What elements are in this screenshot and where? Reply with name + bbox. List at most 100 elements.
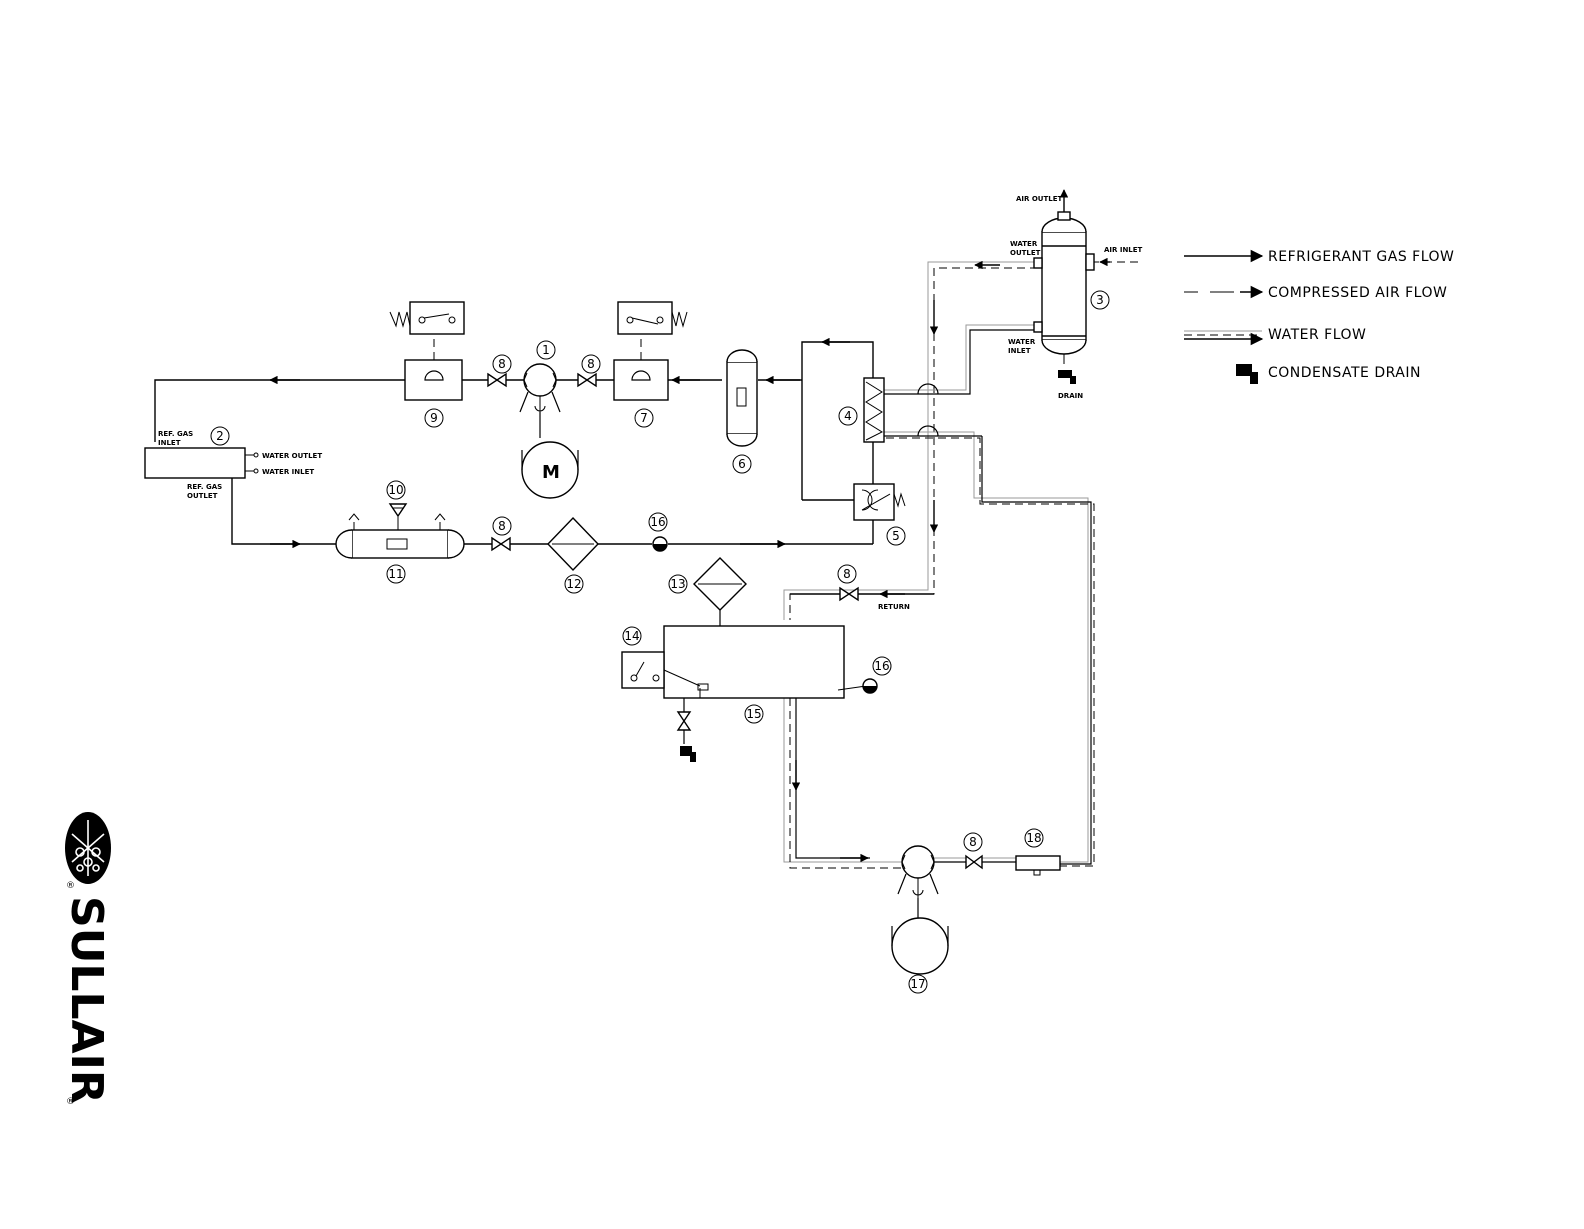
ref-gas-outlet-label-1: REF. GAS (187, 483, 222, 491)
callout-16-a: 16 (649, 513, 667, 531)
valve-8-left (488, 374, 506, 386)
callout-17: 17 (909, 975, 927, 993)
callout-8-e: 8 (964, 833, 982, 851)
motor-label: M (542, 462, 560, 483)
svg-text:15: 15 (746, 707, 761, 721)
legend-compressed-air: COMPRESSED AIR FLOW (1184, 285, 1447, 301)
condenser-2 (145, 448, 258, 478)
svg-text:8: 8 (498, 357, 506, 371)
callout-8-b: 8 (582, 355, 600, 373)
svg-text:COMPRESSED AIR FLOW: COMPRESSED AIR FLOW (1268, 285, 1447, 301)
svg-text:9: 9 (430, 411, 438, 425)
svg-text:13: 13 (670, 577, 685, 591)
compressor-1: M (520, 364, 578, 498)
svg-text:2: 2 (216, 429, 224, 443)
level-switch-14 (622, 652, 664, 688)
svg-text:16: 16 (650, 515, 665, 529)
valve-8-lower (492, 538, 510, 550)
filter-drier-12 (548, 518, 598, 570)
ref-gas-outlet-label-2: OUTLET (187, 492, 218, 500)
callout-10: 10 (387, 481, 405, 499)
condenser-water-outlet-label: WATER OUTLET (262, 452, 322, 460)
callout-18: 18 (1025, 829, 1043, 847)
pressure-switch-7 (614, 302, 687, 400)
svg-text:REFRIGERANT GAS FLOW: REFRIGERANT GAS FLOW (1268, 249, 1454, 265)
callout-8-d: 8 (838, 565, 856, 583)
svg-text:18: 18 (1026, 831, 1041, 845)
return-label: RETURN (878, 603, 910, 611)
callout-5: 5 (887, 527, 905, 545)
svg-text:4: 4 (844, 409, 852, 423)
callout-15: 15 (745, 705, 763, 723)
callout-8-c: 8 (493, 517, 511, 535)
callout-8-a: 8 (493, 355, 511, 373)
sight-glass-16-upper (653, 537, 667, 551)
water-pump-17 (892, 846, 948, 974)
evaporator-4 (864, 378, 884, 442)
svg-text:6: 6 (738, 457, 746, 471)
component-labels: AIR OUTLET AIR INLET WATER OUTLET WATER … (158, 195, 1143, 611)
svg-text:1: 1 (542, 343, 550, 357)
condenser-water-inlet-label: WATER INLET (262, 468, 314, 476)
svg-text:5: 5 (892, 529, 900, 543)
condensate-drain-icon (1236, 364, 1258, 384)
separator-3 (1034, 212, 1094, 384)
flow-switch-18 (1016, 856, 1060, 875)
legend: REFRIGERANT GAS FLOW COMPRESSED AIR FLOW… (1184, 249, 1454, 384)
drain-label: DRAIN (1058, 392, 1083, 400)
callout-11: 11 (387, 565, 405, 583)
callout-9: 9 (425, 409, 443, 427)
accumulator-6 (727, 350, 757, 446)
air-inlet-label: AIR INLET (1104, 246, 1143, 254)
svg-text:7: 7 (640, 411, 648, 425)
svg-text:8: 8 (587, 357, 595, 371)
receiver-11 (336, 504, 464, 558)
svg-text:11: 11 (388, 567, 403, 581)
tank-15 (664, 626, 866, 744)
svg-text:CONDENSATE DRAIN: CONDENSATE DRAIN (1268, 365, 1421, 381)
pressure-switch-9 (390, 302, 464, 400)
svg-text:8: 8 (498, 519, 506, 533)
condensate-drain-icon (680, 746, 696, 762)
callout-2: 2 (211, 427, 229, 445)
svg-text:10: 10 (388, 483, 403, 497)
logo-registered-mark-bottom: ® (66, 1097, 75, 1107)
ref-gas-inlet-label-1: REF. GAS (158, 430, 193, 438)
filter-13 (694, 558, 746, 626)
callout-14: 14 (623, 627, 641, 645)
water-outlet-label-1: WATER (1010, 240, 1038, 248)
callout-6: 6 (733, 455, 751, 473)
svg-text:8: 8 (969, 835, 977, 849)
sullair-logo: ® SULLAIR ® (61, 812, 112, 1107)
legend-refrigerant: REFRIGERANT GAS FLOW (1184, 249, 1454, 265)
callout-4: 4 (839, 407, 857, 425)
callout-12: 12 (565, 575, 583, 593)
water-inlet-label-2: INLET (1008, 347, 1031, 355)
legend-water: WATER FLOW (1184, 327, 1366, 343)
water-outlet-label-2: OUTLET (1010, 249, 1041, 257)
valve-8-right (578, 374, 596, 386)
ref-gas-inlet-label-2: INLET (158, 439, 181, 447)
valve-8-pump (966, 856, 982, 868)
callout-16-b: 16 (873, 657, 891, 675)
callout-13: 13 (669, 575, 687, 593)
legend-condensate: CONDENSATE DRAIN (1236, 364, 1421, 384)
logo-brand-text: SULLAIR (61, 896, 112, 1104)
svg-text:3: 3 (1096, 293, 1104, 307)
svg-text:17: 17 (910, 977, 925, 991)
expansion-valve-5 (854, 484, 905, 520)
refrigerant-lines (155, 342, 873, 544)
air-outlet-label: AIR OUTLET (1016, 195, 1063, 203)
water-inlet-label-1: WATER (1008, 338, 1036, 346)
sight-glass-16-lower (863, 679, 877, 693)
svg-text:12: 12 (566, 577, 581, 591)
callout-1: 1 (537, 341, 555, 359)
svg-text:16: 16 (874, 659, 889, 673)
callout-3: 3 (1091, 291, 1109, 309)
logo-registered-mark-top: ® (66, 881, 75, 891)
svg-text:8: 8 (843, 567, 851, 581)
svg-text:WATER FLOW: WATER FLOW (1268, 327, 1366, 343)
callout-7: 7 (635, 409, 653, 427)
